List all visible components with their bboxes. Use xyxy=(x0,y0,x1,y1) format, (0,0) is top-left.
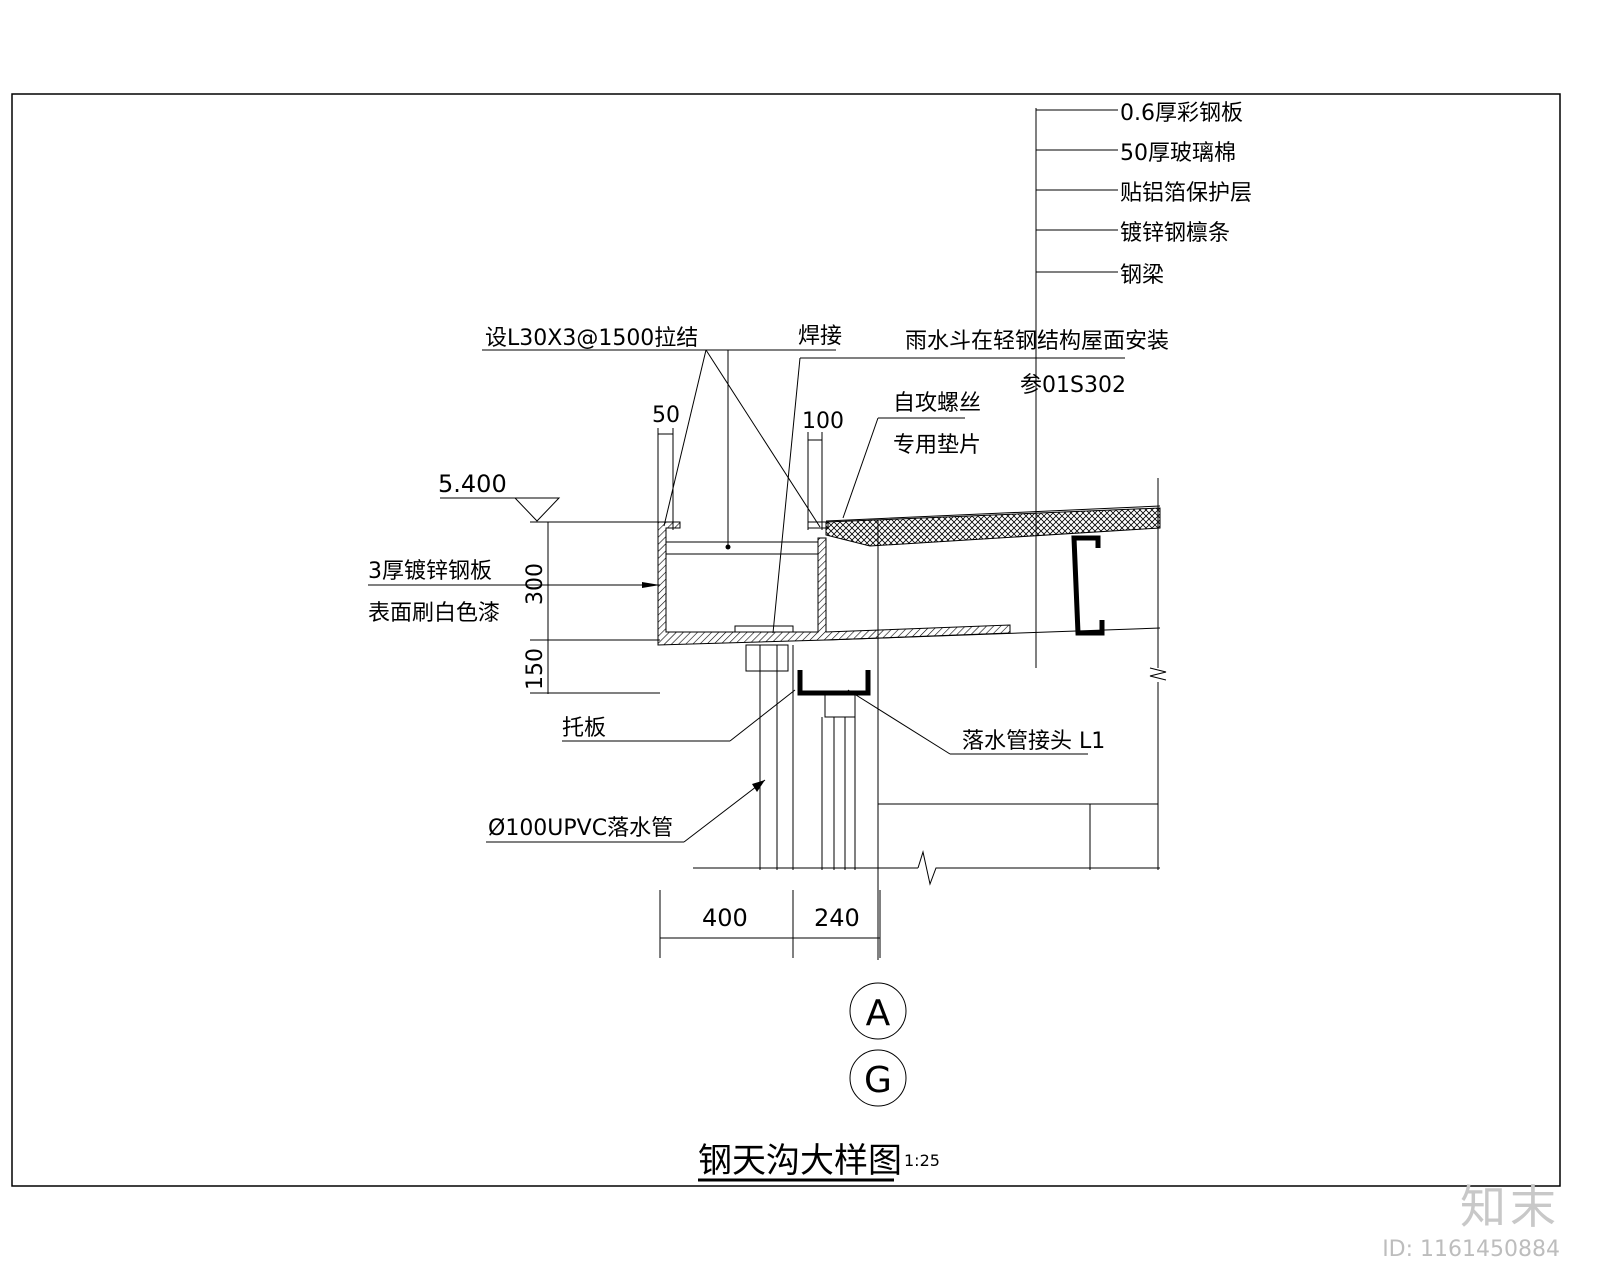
svg-text:G: G xyxy=(864,1060,892,1101)
pipe-joint-label: 落水管接头 L1 xyxy=(962,729,1105,754)
plate-label-2: 表面刷白色漆 xyxy=(368,601,500,626)
rain-hopper-label: 雨水斗在轻钢结构屋面安装 xyxy=(905,329,1169,354)
dim-100: 100 xyxy=(802,409,844,434)
plate-label-1: 3厚镀锌钢板 xyxy=(368,559,492,584)
watermark-id: ID: 1161450884 xyxy=(1382,1237,1560,1262)
watermark: 知末 ID: 1161450884 xyxy=(1382,1171,1560,1262)
watermark-logo: 知末 xyxy=(1460,1180,1560,1234)
washer-label: 专用垫片 xyxy=(893,433,981,458)
purlin-c-section xyxy=(1071,535,1105,636)
dim-150: 150 xyxy=(523,648,548,690)
tie-angle-label: 设L30X3@1500拉结 xyxy=(485,326,698,351)
dim-400: 400 xyxy=(702,904,748,932)
dim-50: 50 xyxy=(652,403,680,428)
drawing-title: 钢天沟大样图 xyxy=(698,1141,902,1181)
weld-label: 焊接 xyxy=(798,324,842,349)
dim-240: 240 xyxy=(814,904,860,932)
roof-layer-2: 50厚玻璃棉 xyxy=(1120,141,1236,166)
screw-label: 自攻螺丝 xyxy=(893,391,981,416)
downpipe xyxy=(745,644,871,870)
drawing-frame xyxy=(11,93,1561,1187)
roof-layer-4: 镀锌钢檩条 xyxy=(1120,221,1230,246)
roof-layer-3: 贴铝箔保护层 xyxy=(1120,181,1252,206)
downpipe-label: Ø100UPVC落水管 xyxy=(488,816,673,841)
roof-layer-leader xyxy=(1035,108,1118,668)
drawing-scale: 1:25 xyxy=(904,1151,940,1170)
svg-text:A: A xyxy=(866,993,891,1034)
grid-axis-a xyxy=(849,982,907,1040)
steel-gutter xyxy=(657,521,1011,646)
dim-300: 300 xyxy=(523,563,548,605)
rain-hopper-ref: 参01S302 xyxy=(1020,373,1126,398)
bracket-label: 托板 xyxy=(562,716,606,741)
roof-layer-1: 0.6厚彩钢板 xyxy=(1120,101,1243,126)
grid-axis-g xyxy=(849,1049,907,1107)
roof-insulation xyxy=(825,507,1161,547)
elevation-label: 5.400 xyxy=(438,470,507,498)
roof-layer-5: 钢梁 xyxy=(1120,263,1164,288)
